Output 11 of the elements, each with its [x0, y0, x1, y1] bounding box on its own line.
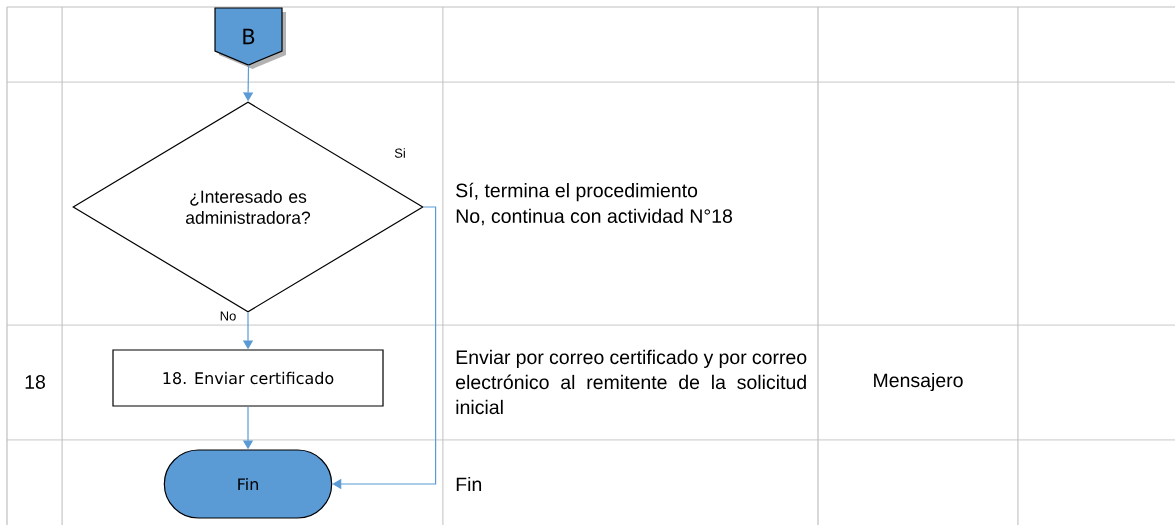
cell-text: No, continua con actividad N°18 [456, 208, 732, 226]
cell-text: Enviar por correo certificado y por correo electrónico al remitente de la solicitud inicial [456, 349, 807, 415]
cell-text: Mensajero [874, 372, 963, 392]
edge-label: Si [393, 147, 407, 159]
arrow [332, 206, 437, 490]
cell-text: 18 [25, 375, 45, 389]
cell-text: Sí, termina el procedimiento [456, 182, 698, 202]
offpage-connector: B [214, 7, 286, 69]
cell-text: Fin [456, 476, 482, 492]
process-box: 18. Enviar certificado [112, 349, 384, 407]
edge-label: No [218, 310, 238, 322]
